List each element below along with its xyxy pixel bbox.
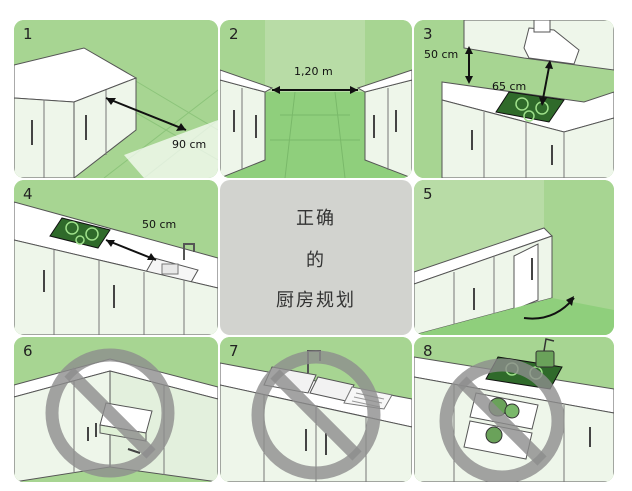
panel-3-hood-label: 65 cm bbox=[492, 80, 526, 93]
panel-2-dimension-label: 1,20 m bbox=[294, 65, 333, 78]
panel-4-illustration: 50 cm bbox=[14, 180, 218, 335]
panel-8-illustration bbox=[414, 337, 614, 482]
panel-3-illustration: 50 cm 65 cm bbox=[414, 20, 614, 178]
center-title-line-1: 正确 bbox=[296, 208, 336, 229]
panel-3-number: 3 bbox=[423, 25, 433, 43]
center-title-panel: 正确 的 厨房规划 bbox=[220, 180, 412, 335]
panel-8-drawer-under-cooktop: 8 bbox=[414, 337, 614, 482]
panel-4-dimension-label: 50 cm bbox=[142, 218, 176, 231]
panel-3-height-label: 50 cm bbox=[424, 48, 458, 61]
panel-6-corner-drawer: 6 bbox=[14, 337, 218, 482]
panel-7-sink-placement: 7 bbox=[220, 337, 412, 482]
center-title-line-2: 的 bbox=[306, 250, 326, 271]
panel-7-illustration bbox=[220, 337, 412, 482]
panel-7-number: 7 bbox=[229, 342, 239, 360]
panel-1-dimension-label: 90 cm bbox=[172, 138, 206, 151]
panel-4-cooktop-sink-distance: 50 cm 4 bbox=[14, 180, 218, 335]
panel-1-counter-clearance: 90 cm 1 bbox=[14, 20, 218, 178]
panel-6-number: 6 bbox=[23, 342, 33, 360]
panel-1-illustration: 90 cm bbox=[14, 20, 218, 178]
center-title-line-3: 厨房规划 bbox=[276, 290, 356, 311]
panel-5-number: 5 bbox=[423, 185, 433, 203]
panel-4-number: 4 bbox=[23, 185, 33, 203]
panel-1-number: 1 bbox=[23, 25, 33, 43]
panel-8-number: 8 bbox=[423, 342, 433, 360]
panel-3-hood-height: 50 cm 65 cm 3 bbox=[414, 20, 614, 178]
panel-2-number: 2 bbox=[229, 25, 239, 43]
panel-5-door-swing: 5 bbox=[414, 180, 614, 335]
panel-5-illustration bbox=[414, 180, 614, 335]
panel-2-illustration: 1,20 m bbox=[220, 20, 412, 178]
panel-6-illustration bbox=[14, 337, 218, 482]
panel-2-corridor-width: 1,20 m 2 bbox=[220, 20, 412, 178]
